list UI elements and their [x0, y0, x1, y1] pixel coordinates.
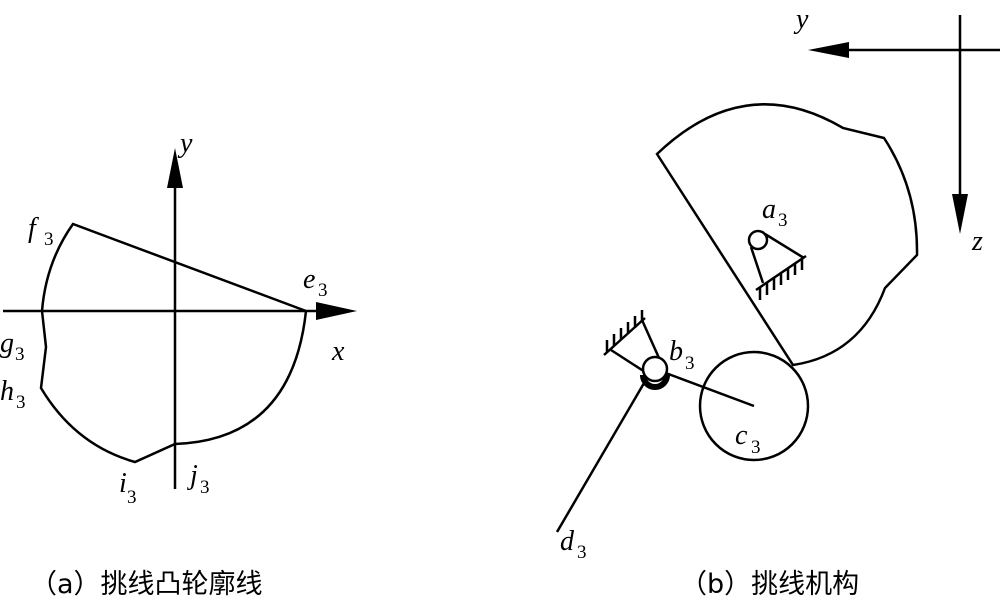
z-axis-label: z [971, 226, 983, 257]
pivot-a [747, 229, 807, 300]
cam-outline [655, 103, 919, 367]
link-b-d [555, 377, 649, 533]
y-axis-b-arrow [808, 42, 849, 58]
pivot-b [555, 310, 755, 533]
cam-profile-outline [39, 222, 308, 464]
caption-b: （b）挑线机构 [680, 569, 860, 600]
x-axis-arrow [316, 302, 357, 320]
caption-a: （a）挑线凸轮廓线 [30, 569, 263, 600]
link-b-c [654, 367, 755, 408]
y-axis-arrow [167, 148, 183, 188]
z-axis-arrow [952, 194, 968, 234]
y-axis-b-label: y [793, 4, 809, 35]
y-axis-label: y [177, 128, 193, 159]
point-label-i: i3 [119, 468, 137, 508]
point-label-g: g3 [0, 328, 25, 365]
x-axis-label: x [331, 336, 345, 367]
roller-c [698, 350, 810, 462]
